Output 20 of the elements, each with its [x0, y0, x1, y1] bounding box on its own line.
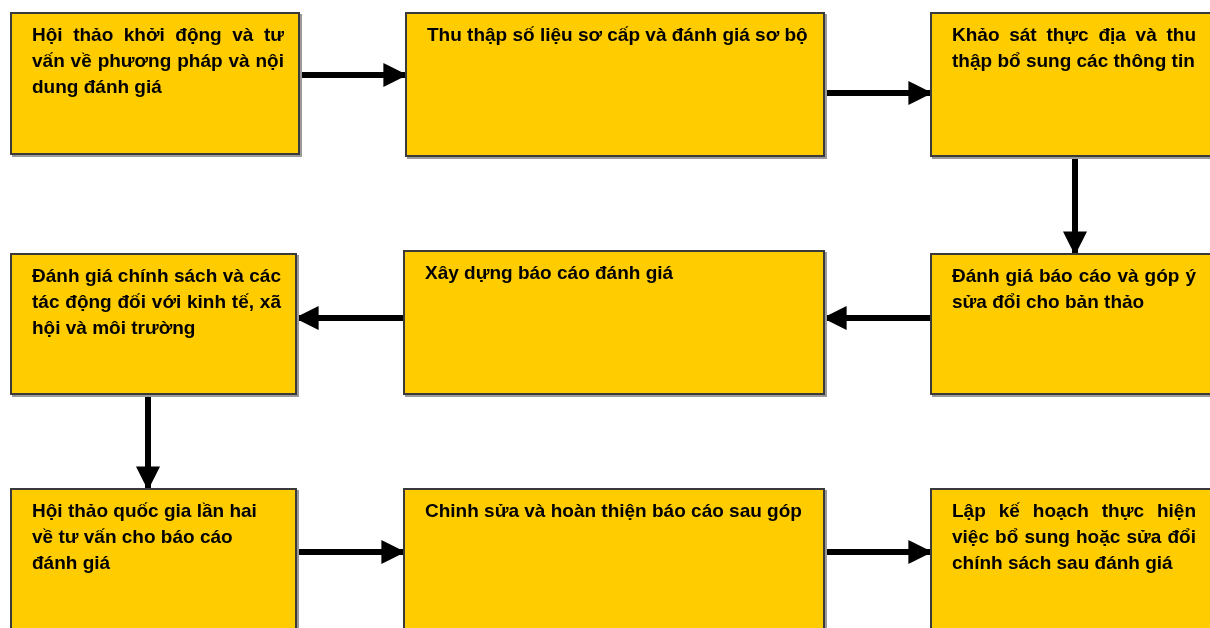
process-box: [403, 488, 825, 628]
process-box: [930, 253, 1210, 395]
process-box: [10, 253, 297, 395]
process-box: [930, 12, 1210, 157]
process-box: [10, 488, 297, 628]
process-box: [403, 250, 825, 395]
step-text: Đánh giá báo cáo và góp ý sửa đổi cho bản thảo: [952, 264, 1196, 314]
step-text: Chinh sửa và hoàn thiện báo cáo sau góp: [425, 499, 803, 523]
step-text: Khảo sát thực địa và thu thập bổ sung các thông tin: [952, 23, 1196, 73]
step-text: Hội thảo quốc gia lần hai về tư vấn cho báo cáo đánh giá: [32, 499, 258, 575]
step-text: Hội thảo khởi động và tư vấn về phương pháp và nội dung đánh giá: [32, 23, 284, 99]
process-box: [930, 488, 1210, 628]
process-box: [10, 12, 300, 155]
step-text: Xây dựng báo cáo đánh giá: [425, 261, 675, 285]
arrow: [1063, 157, 1087, 256]
step-text: Đánh giá chính sách và các tác động đối với kinh tế, xã hội và môi trường: [32, 264, 281, 340]
step-text: Lập kế hoạch thực hiện việc bổ sung hoặc sửa đổi chính sách sau đánh giá: [952, 499, 1196, 575]
step-text: Thu thập số liệu sơ cấp và đánh giá sơ bộ: [427, 23, 809, 47]
process-box: [405, 12, 825, 157]
arrow: [136, 395, 160, 491]
